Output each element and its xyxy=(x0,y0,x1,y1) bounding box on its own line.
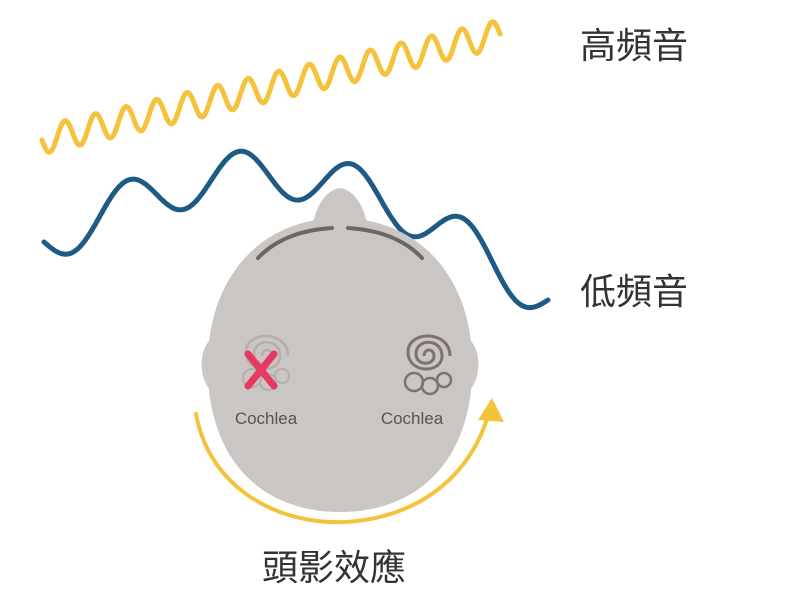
cochlea-spiral-icon xyxy=(403,334,453,396)
x-icon xyxy=(244,350,278,390)
hairline-right xyxy=(346,226,424,260)
high-frequency-label: 高頻音 xyxy=(580,26,688,67)
high-frequency-wave xyxy=(39,19,503,155)
head xyxy=(201,188,479,512)
hairline-left xyxy=(256,226,334,260)
head-outline xyxy=(207,218,473,512)
curved-arrow-icon xyxy=(194,398,504,525)
right-cochlea-label: Cochlea xyxy=(381,409,444,428)
head-shadow-label: 頭影效應 xyxy=(262,548,406,589)
left-cochlea-label: Cochlea xyxy=(235,409,298,428)
low-frequency-label: 低頻音 xyxy=(580,272,688,313)
low-frequency-wave xyxy=(41,148,551,311)
nose xyxy=(312,188,368,228)
left-cochlea-group: Cochlea xyxy=(235,334,298,428)
right-cochlea-group: Cochlea xyxy=(381,334,453,428)
